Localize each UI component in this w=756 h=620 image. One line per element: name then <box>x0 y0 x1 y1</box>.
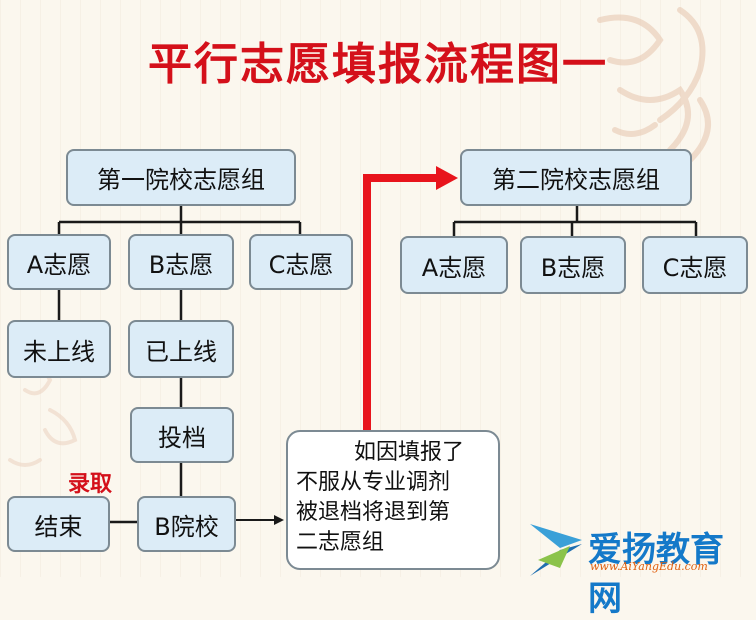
result-b-college: B院校 <box>137 496 236 552</box>
note-line-2: 不服从专业调剂 <box>296 470 451 495</box>
group2-choice-c: C志愿 <box>642 236 748 294</box>
note-line-4: 二志愿组 <box>296 530 385 555</box>
connector-lines <box>57 166 698 525</box>
note-line-3: 被退档将退到第 <box>296 500 451 525</box>
end-box: 结束 <box>7 496 110 552</box>
step-submit-file: 投档 <box>130 407 234 463</box>
note-line-1: 如因填报了 <box>354 440 465 465</box>
group1-choice-b: B志愿 <box>128 234 234 290</box>
decorative-calligraphy <box>8 7 711 467</box>
group1-choice-a: A志愿 <box>7 234 111 290</box>
group2-choice-a: A志愿 <box>400 236 508 294</box>
group1-choice-c: C志愿 <box>249 234 353 290</box>
page-title: 平行志愿填报流程图一 <box>148 39 608 90</box>
status-qualified: 已上线 <box>128 320 234 378</box>
status-not-qualified: 未上线 <box>7 320 111 378</box>
brand-url: www.AiYangEdu.com <box>590 560 708 573</box>
group1-header-box: 第一院校志愿组 <box>66 149 296 206</box>
group2-choice-b: B志愿 <box>520 236 626 294</box>
admitted-label: 录取 <box>68 472 113 497</box>
brand-logo-icon <box>530 524 582 576</box>
note-box: 如因填报了 不服从专业调剂 被退档将退到第 二志愿组 <box>286 430 500 570</box>
group2-header-box: 第二院校志愿组 <box>460 149 692 206</box>
